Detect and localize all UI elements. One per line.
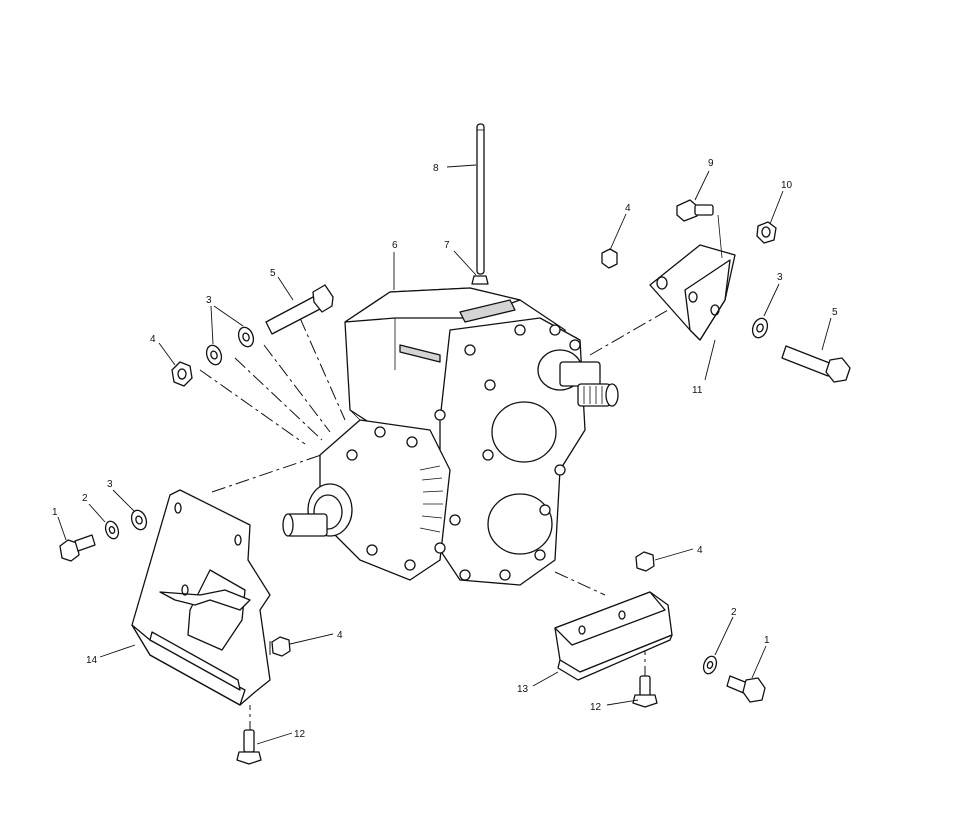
- callout-12-right: 12: [590, 702, 602, 713]
- part-3-washer-lower-left: [130, 509, 148, 531]
- part-12-bolt-right: [632, 675, 658, 708]
- part-5-bolt-left: [265, 284, 334, 335]
- part-10-nut: [756, 221, 777, 244]
- part-6-transmission-housing: [282, 287, 619, 586]
- part-14-mount-bracket: [131, 489, 271, 706]
- part-11-bracket: [649, 214, 736, 341]
- part-5-bolt-right: [781, 345, 851, 383]
- part-4-nut-lower-right: [635, 551, 655, 572]
- part-3-washer-right: [751, 317, 769, 339]
- part-12-bolt-left: [236, 729, 262, 765]
- part-4-nut-left: [171, 361, 193, 387]
- callout-8: 8: [433, 163, 439, 174]
- callout-1-left: 1: [52, 507, 58, 518]
- alignment-lines: [199, 309, 669, 735]
- part-13-mount-bracket: [554, 591, 673, 681]
- part-7-nut: [471, 275, 489, 285]
- callout-2-left: 2: [82, 493, 88, 504]
- callout-12-left: 12: [294, 729, 306, 740]
- callout-5-left: 5: [270, 268, 276, 279]
- callout-3-right: 3: [777, 272, 783, 283]
- callout-1-right: 1: [764, 635, 770, 646]
- part-4-nut-lower-left: [271, 636, 291, 657]
- callout-10: 10: [781, 180, 793, 191]
- callout-3-lower-left: 3: [107, 479, 113, 490]
- part-1-bolt-left: [59, 534, 96, 562]
- part-9-bolt: [676, 199, 714, 222]
- callout-4-left: 4: [150, 334, 156, 345]
- part-3-washers-left: [205, 326, 255, 366]
- callout-numbers: 8 7 6 5 3 4 9 10 4 3 5 11 1 2 3 4 4 14 2…: [52, 158, 838, 740]
- callout-3-left: 3: [206, 295, 212, 306]
- part-2-washer-left: [104, 520, 120, 540]
- callout-5-right: 5: [832, 307, 838, 318]
- callout-6: 6: [392, 240, 398, 251]
- part-2-washer-right: [702, 655, 718, 675]
- callout-14: 14: [86, 655, 98, 666]
- callout-4-lower-right: 4: [697, 545, 703, 556]
- part-8-shift-rod: [476, 123, 485, 275]
- callout-11: 11: [692, 385, 703, 396]
- callout-9: 9: [708, 158, 714, 169]
- leader-lines: [57, 164, 832, 745]
- part-4-nut-right-top: [601, 248, 618, 269]
- part-1-bolt-right: [726, 675, 766, 703]
- callout-13: 13: [517, 684, 529, 695]
- callout-4-lower-left: 4: [337, 630, 343, 641]
- callout-4-right-top: 4: [625, 203, 631, 214]
- callout-7: 7: [444, 240, 450, 251]
- callout-2-right: 2: [731, 607, 737, 618]
